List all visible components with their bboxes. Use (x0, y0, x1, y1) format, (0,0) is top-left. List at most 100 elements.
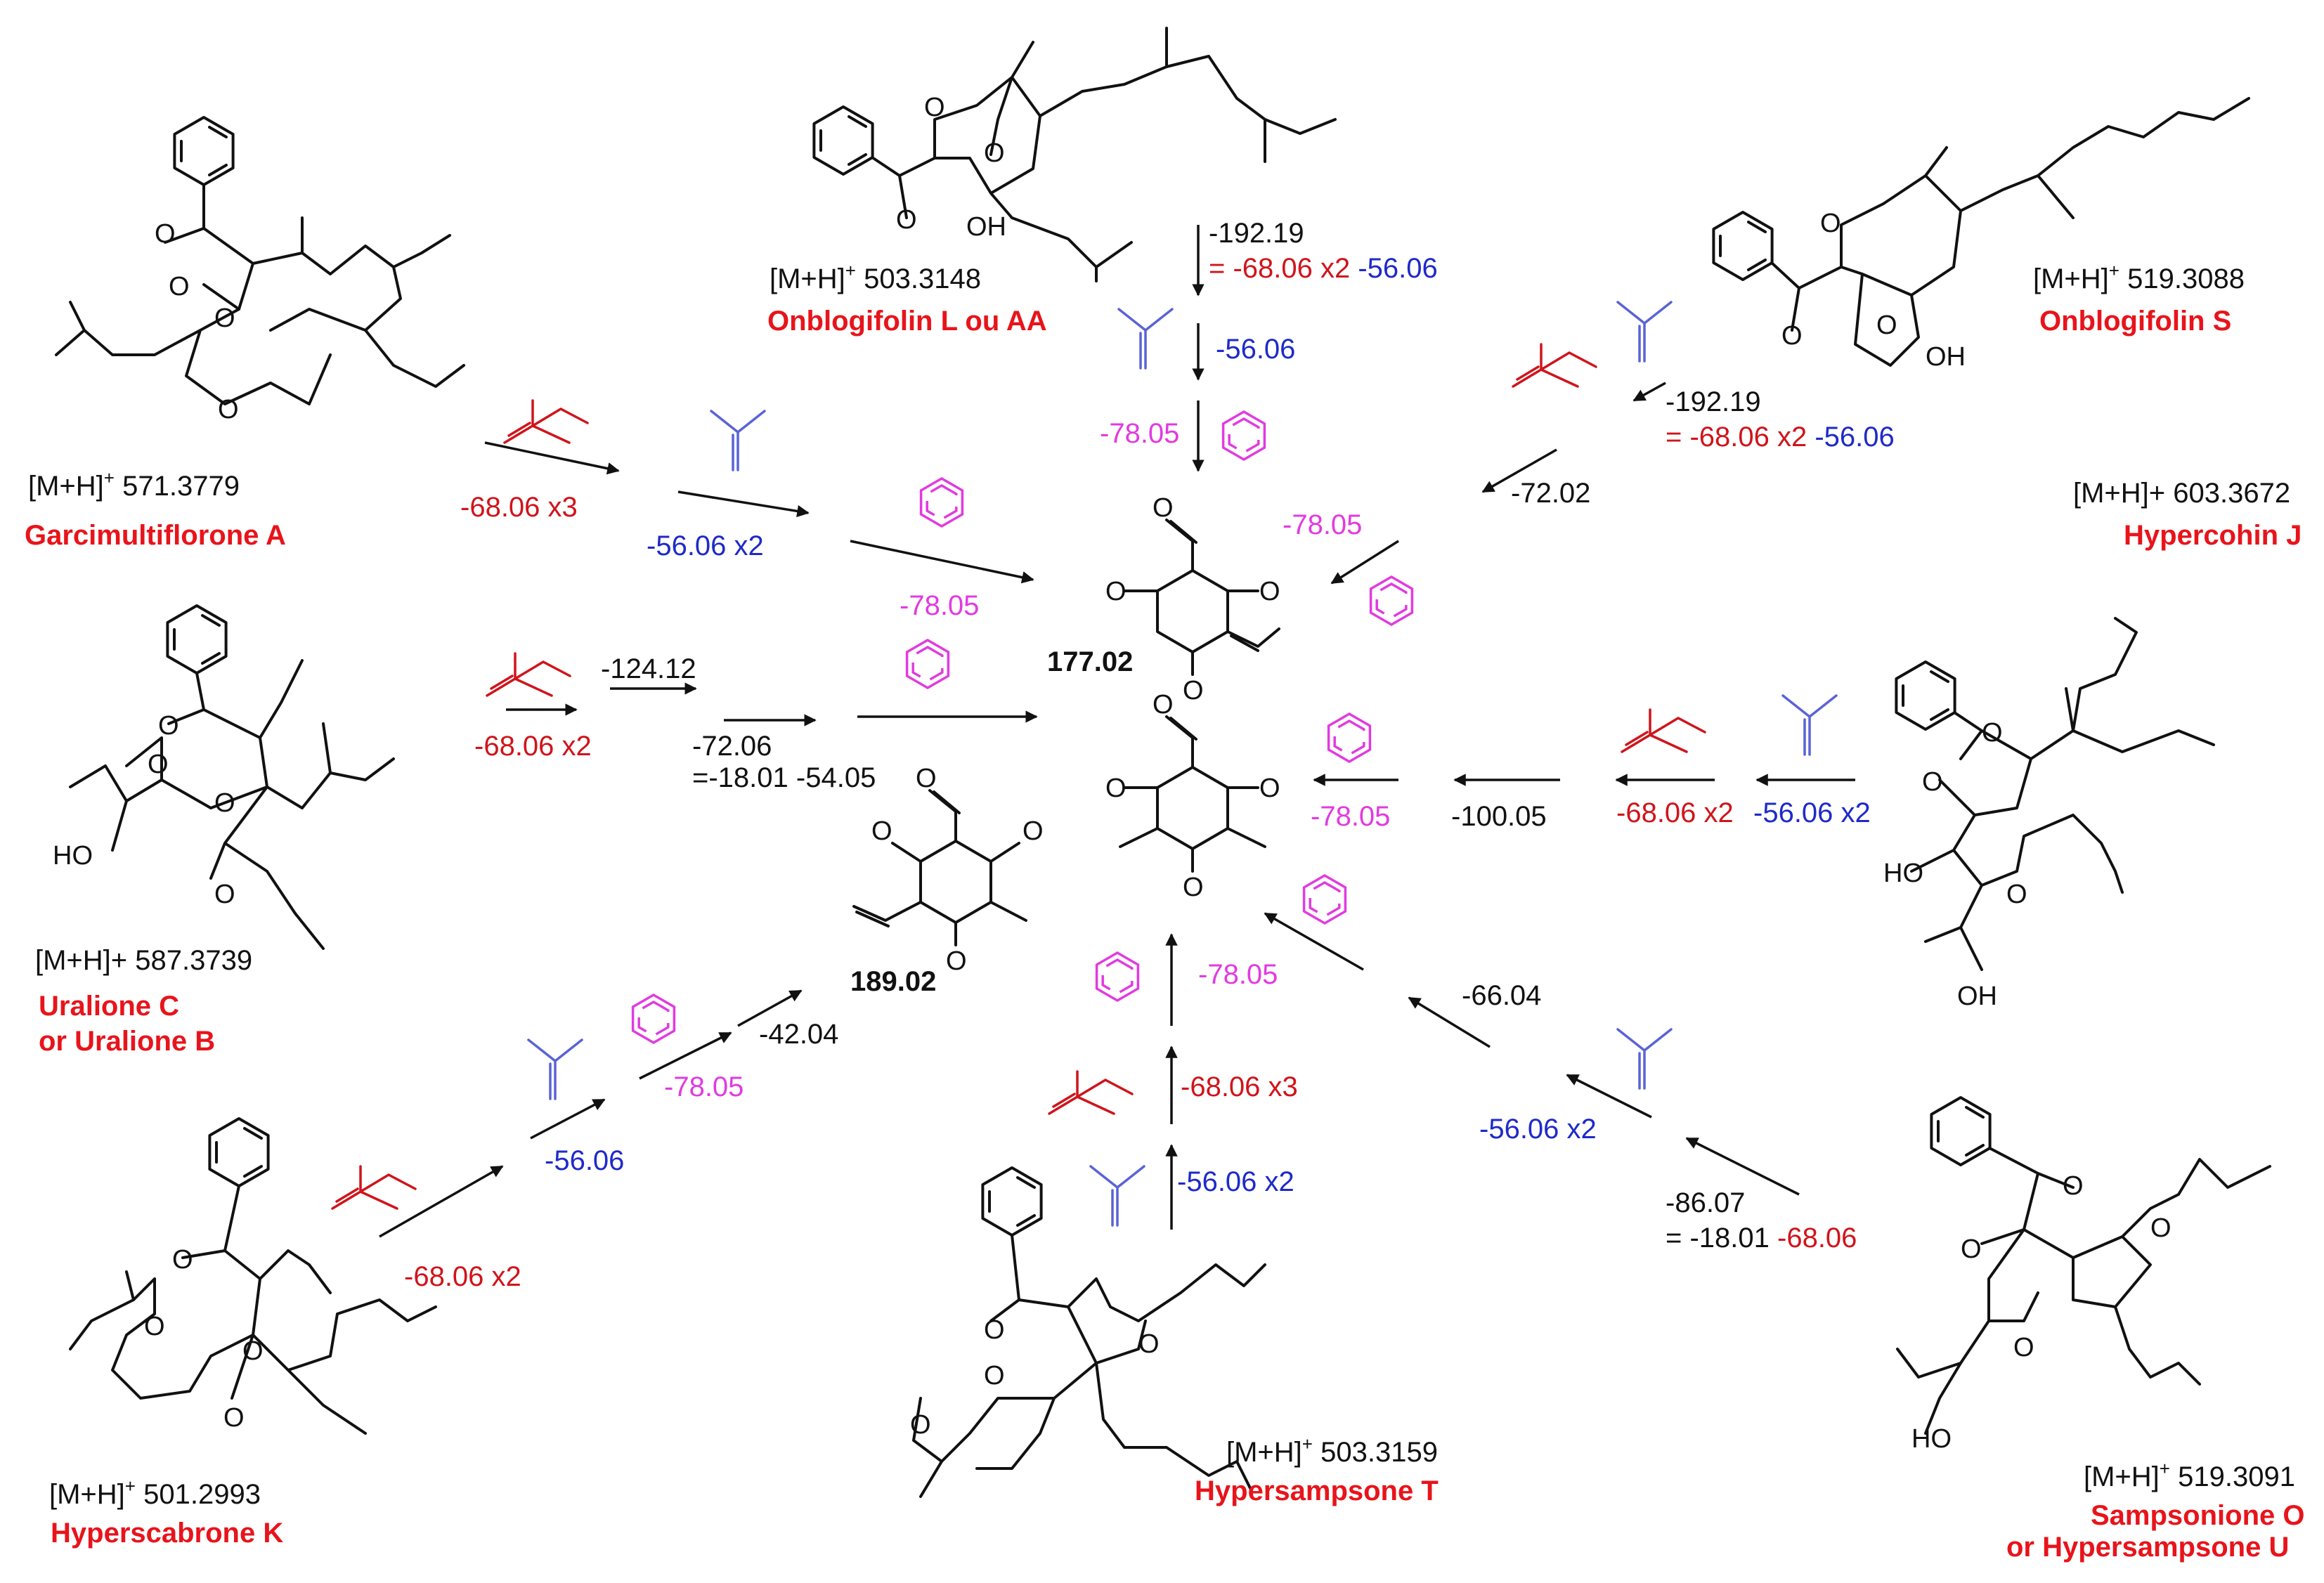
atom-o: O (148, 750, 169, 779)
isobutene-fragment-icon (1781, 694, 1838, 756)
loss-label: -68.06 x2 (1616, 797, 1734, 828)
loss-label: -56.06 x2 (1753, 797, 1871, 828)
benzene-fragment-icon (631, 994, 676, 1044)
benzene-fragment-icon (1327, 712, 1372, 763)
atom-o: O (984, 1315, 1005, 1345)
loss-label: -66.04 (1462, 980, 1541, 1011)
atom-o: O (984, 1361, 1005, 1390)
isoprene-fragment-icon (503, 399, 589, 444)
uralione-structure: O O O HO O (53, 604, 395, 950)
atom-ho: HO (1883, 859, 1923, 888)
atom-oh: OH (1926, 342, 1966, 372)
benzene-fragment-icon (905, 639, 950, 689)
benzene-fragment-icon (1302, 874, 1347, 925)
arrow (484, 441, 620, 475)
loss-label: -56.06 (545, 1145, 624, 1176)
arrow (639, 1031, 732, 1080)
atom-o: O (896, 205, 917, 235)
atom-o: O (916, 764, 937, 793)
arrow (677, 490, 810, 518)
name-hyperscabrone: Hyperscabrone K (51, 1518, 283, 1549)
arrow (737, 989, 803, 1027)
loss-label: =-18.01 -54.05 (692, 762, 876, 793)
atom-o: O (242, 1336, 264, 1366)
atom-oh: OH (966, 212, 1006, 242)
hyperscabrone-k-structure: O O O O (69, 1117, 437, 1435)
loss-label: -56.06 (1216, 334, 1295, 365)
loss-label: -78.05 (1100, 418, 1179, 449)
loss-label: -72.02 (1511, 478, 1590, 509)
atom-o: O (1153, 690, 1174, 719)
atom-o: O (1105, 577, 1127, 606)
loss-label: -78.05 (1198, 959, 1278, 990)
atom-ho: HO (53, 841, 93, 871)
mass-hypersampsone-t: [M+H]+ 503.3159 (1226, 1433, 1438, 1468)
loss-label: -56.06 x2 (1479, 1114, 1597, 1145)
atom-o: O (2006, 880, 2027, 909)
atom-o: O (2013, 1333, 2034, 1362)
atom-o: O (155, 219, 176, 249)
atom-o: O (1183, 873, 1204, 902)
isoprene-fragment-icon (486, 652, 571, 697)
loss-label: -68.06 x2 (474, 731, 592, 762)
product-mass-177: 177.02 (1047, 646, 1133, 677)
loss-label: -78.05 (664, 1071, 744, 1102)
isobutene-fragment-icon (527, 1038, 583, 1100)
mass-onblogifolin-l: [M+H]+ 503.3148 (770, 260, 981, 294)
arrow (530, 1098, 606, 1140)
benzene-fragment-icon (919, 477, 964, 528)
isobutene-fragment-icon (1117, 308, 1174, 370)
atom-o: O (910, 1410, 931, 1440)
loss-label: -78.05 (1311, 801, 1390, 832)
isobutene-fragment-icon (1089, 1165, 1145, 1227)
atom-o: O (214, 880, 235, 909)
atom-o: O (1876, 311, 1897, 340)
atom-o: O (214, 788, 235, 818)
atom-o: O (1183, 676, 1204, 705)
loss-label: -68.06 x3 (1181, 1071, 1298, 1102)
loss-label: -56.06 x2 (647, 530, 764, 561)
product-189-structure: O O O O (852, 764, 1044, 976)
atom-oh: OH (1957, 982, 1997, 1011)
hypersampsone-t-structure: O O O O (910, 1166, 1266, 1498)
atom-ho: HO (1911, 1424, 1952, 1454)
atom-o: O (1259, 577, 1280, 606)
atom-o: O (1781, 321, 1803, 351)
arrow (1632, 382, 1666, 402)
loss-label: -42.04 (759, 1019, 838, 1050)
arrow (1566, 1074, 1652, 1119)
atom-o: O (223, 1403, 245, 1433)
arrow (1330, 540, 1399, 585)
atom-o: O (1961, 1235, 1982, 1264)
atom-o: O (1820, 209, 1841, 238)
product-mass-189: 189.02 (850, 966, 936, 997)
atom-o: O (158, 711, 179, 741)
benzene-fragment-icon (1221, 410, 1266, 461)
name-sampsonione-o: Sampsonione O (2091, 1500, 2305, 1531)
atom-o: O (1922, 767, 1943, 797)
arrow (379, 1165, 504, 1238)
arrow (1481, 448, 1557, 493)
name-onblogifolin-s: Onblogifolin S (2039, 306, 2231, 337)
mass-hypercohin: [M+H]+ 603.3672 (2073, 478, 2290, 509)
atom-o: O (1259, 774, 1280, 803)
mass-uralione: [M+H]+ 587.3739 (35, 945, 252, 976)
name-hypersampsone-t: Hypersampsone T (1195, 1475, 1439, 1506)
loss-label: -56.06 x2 (1177, 1166, 1294, 1197)
loss-label: = -18.01 -68.06 (1666, 1223, 1857, 1253)
isobutene-fragment-icon (1616, 301, 1673, 363)
atom-o: O (1982, 718, 2003, 748)
atom-o: O (1138, 1329, 1160, 1359)
product-177-structure: O O O O (1105, 493, 1280, 705)
arrow (1685, 1137, 1800, 1196)
atom-o: O (1105, 774, 1127, 803)
name-garcimultiflorone: Garcimultiflorone A (25, 520, 286, 551)
name-onblogifolin-l: Onblogifolin L ou AA (767, 306, 1047, 337)
isoprene-fragment-icon (1621, 708, 1706, 753)
atom-o: O (1023, 816, 1044, 846)
loss-label: = -68.06 x2 -56.06 (1666, 422, 1895, 452)
arrow (1408, 996, 1491, 1048)
atom-o: O (984, 138, 1005, 168)
atom-o: O (1153, 493, 1174, 523)
